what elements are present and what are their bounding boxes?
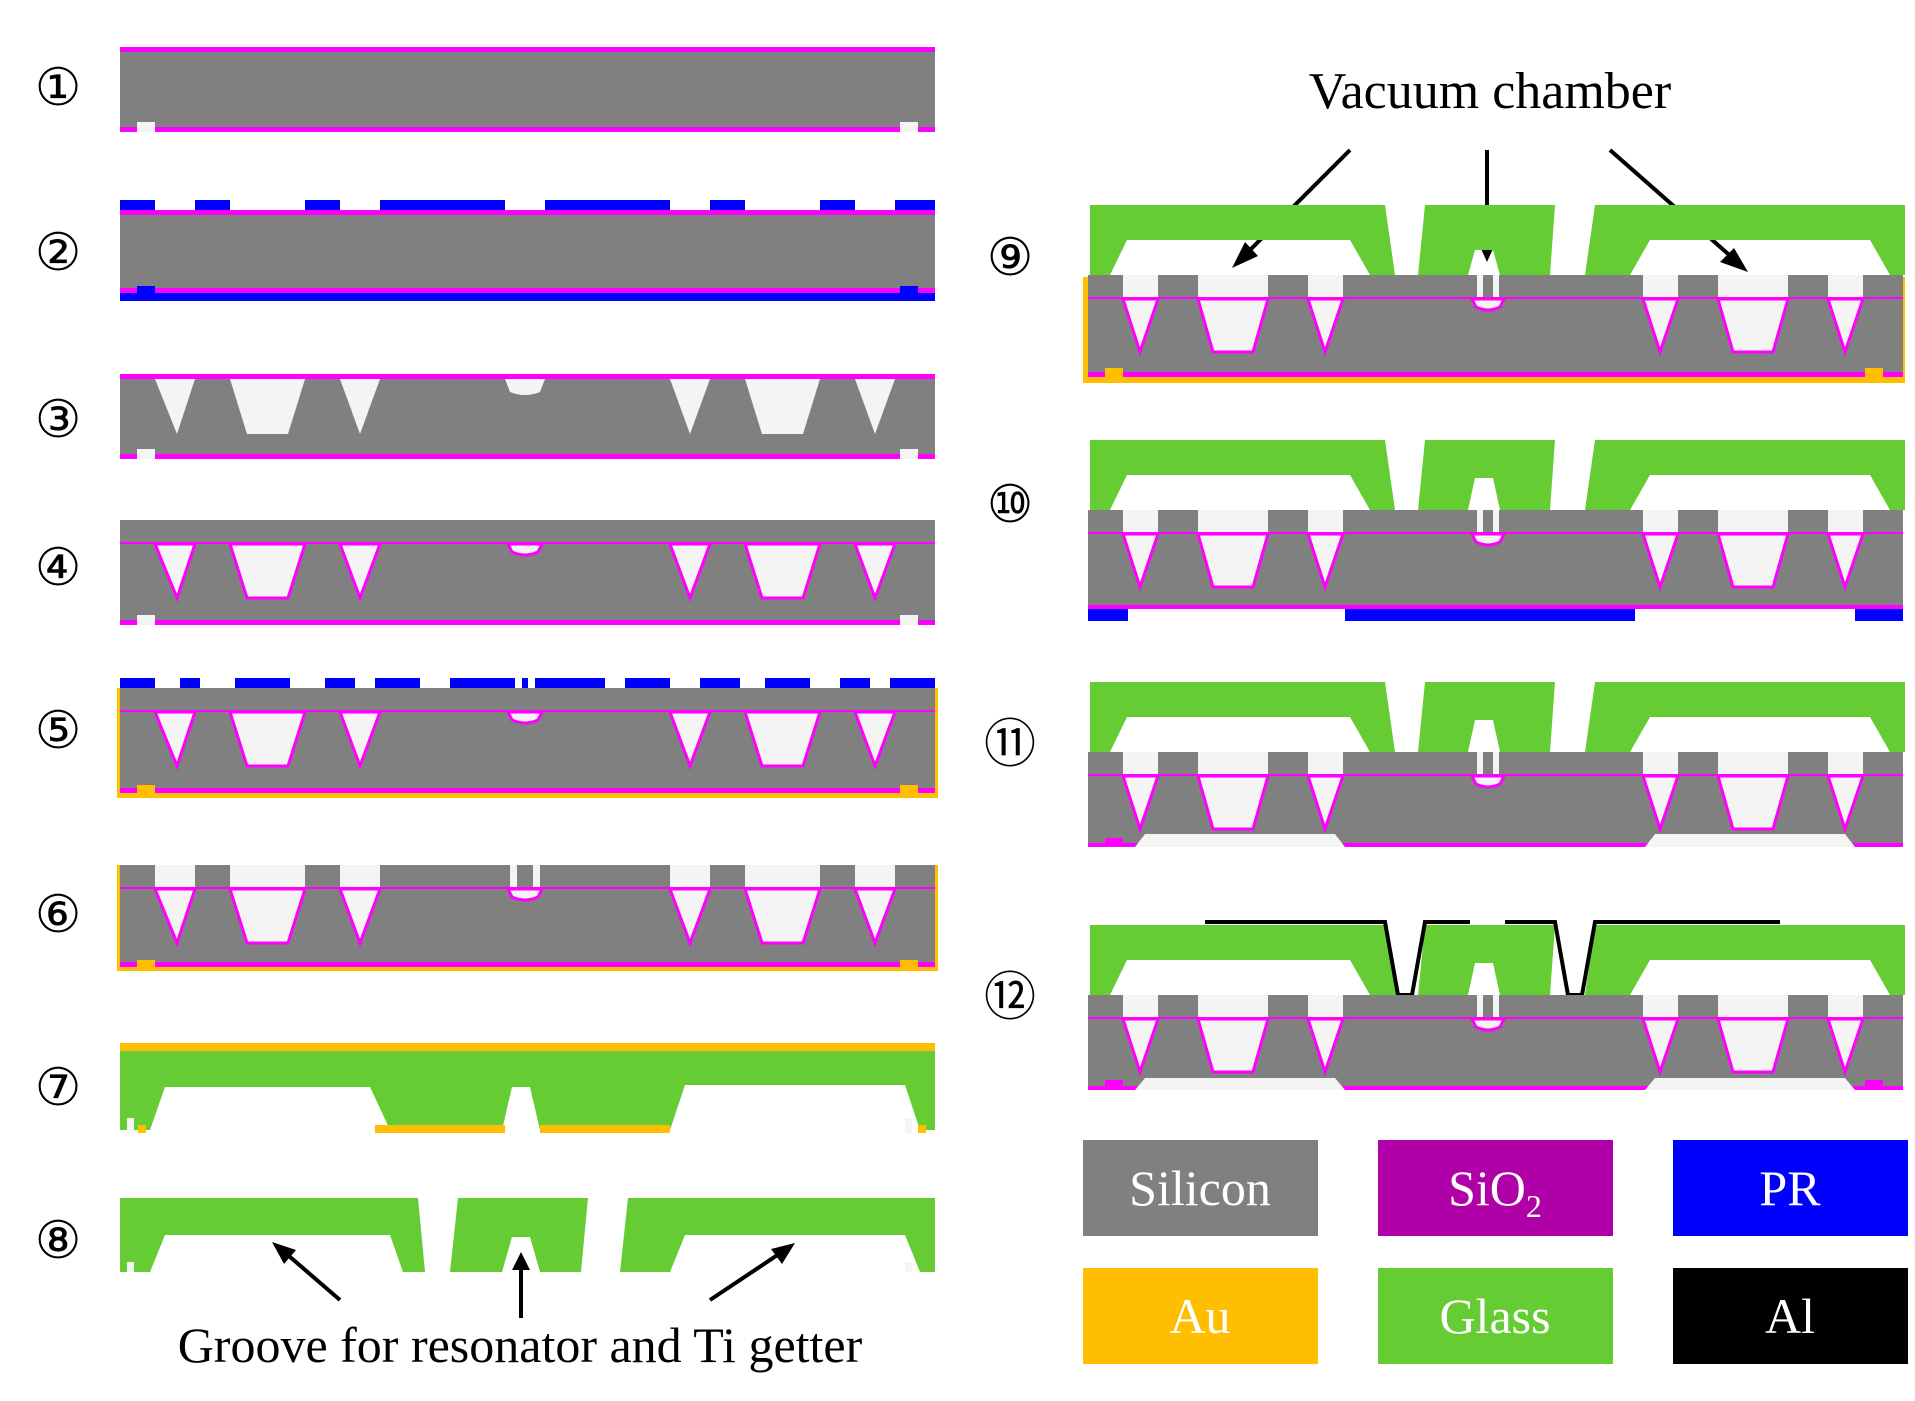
legend-label-silicon: Silicon — [1129, 1160, 1271, 1216]
legend-swatch-glass — [1378, 1268, 1613, 1364]
step-8: ⑧ — [35, 1198, 935, 1272]
step-number-8: ⑧ — [35, 1213, 82, 1270]
vacuum-chamber-annotation: Vacuum chamber — [1232, 63, 1748, 272]
step-10: ⑩ — [987, 440, 1905, 621]
legend-item-silicon: Silicon — [1083, 1140, 1318, 1236]
legend-item-sio2: SiO2 — [1378, 1140, 1613, 1236]
legend-swatch-al — [1673, 1268, 1908, 1364]
step-number-3: ③ — [35, 392, 82, 449]
step-7: ⑦ — [35, 1043, 935, 1133]
step-number-7: ⑦ — [35, 1060, 82, 1117]
legend-swatch-silicon — [1083, 1140, 1318, 1236]
legend-item-au: Au — [1083, 1268, 1318, 1364]
legend-label-au: Au — [1169, 1288, 1230, 1344]
legend-item-pr: PR — [1673, 1140, 1908, 1236]
step-number-10: ⑩ — [987, 477, 1034, 534]
legend-label-sio2-subscript: 2 — [1526, 1188, 1542, 1224]
step-number-11: ⑪ — [984, 717, 1036, 774]
step-12: ⑫ — [984, 920, 1905, 1090]
step-number-6: ⑥ — [35, 887, 82, 944]
step-9: ⑨ — [987, 205, 1905, 383]
step-1: ① — [35, 47, 935, 132]
step-number-2: ② — [35, 225, 82, 282]
groove-label: Groove for resonator and Ti getter — [178, 1317, 863, 1373]
legend-label-al: Al — [1765, 1288, 1815, 1344]
step-number-4: ④ — [35, 540, 82, 597]
legend-label-sio2: SiO2 — [1448, 1160, 1542, 1224]
step-4: ④ — [35, 520, 935, 625]
legend-label-glass: Glass — [1439, 1288, 1550, 1344]
step-number-9: ⑨ — [987, 230, 1034, 287]
step-2: ② — [35, 200, 935, 301]
legend: Silicon SiO2 PR Au Glass Al — [1083, 1140, 1908, 1364]
legend-swatch-au — [1083, 1268, 1318, 1364]
step-3: ③ — [35, 374, 935, 459]
legend-item-glass: Glass — [1378, 1268, 1613, 1364]
legend-label-sio2-main: SiO — [1448, 1160, 1526, 1216]
groove-annotation: Groove for resonator and Ti getter — [178, 1242, 863, 1373]
step-number-1: ① — [35, 60, 82, 117]
vacuum-chamber-label: Vacuum chamber — [1309, 63, 1671, 120]
legend-swatch-sio2 — [1378, 1140, 1613, 1236]
step-5: ⑤ — [35, 678, 938, 798]
step-11: ⑪ — [984, 682, 1905, 847]
legend-swatch-pr — [1673, 1140, 1908, 1236]
legend-label-pr: PR — [1759, 1160, 1821, 1216]
step-6: ⑥ — [35, 865, 938, 971]
step-number-12: ⑫ — [984, 970, 1036, 1027]
step-number-5: ⑤ — [35, 703, 82, 760]
legend-item-al: Al — [1673, 1268, 1908, 1364]
